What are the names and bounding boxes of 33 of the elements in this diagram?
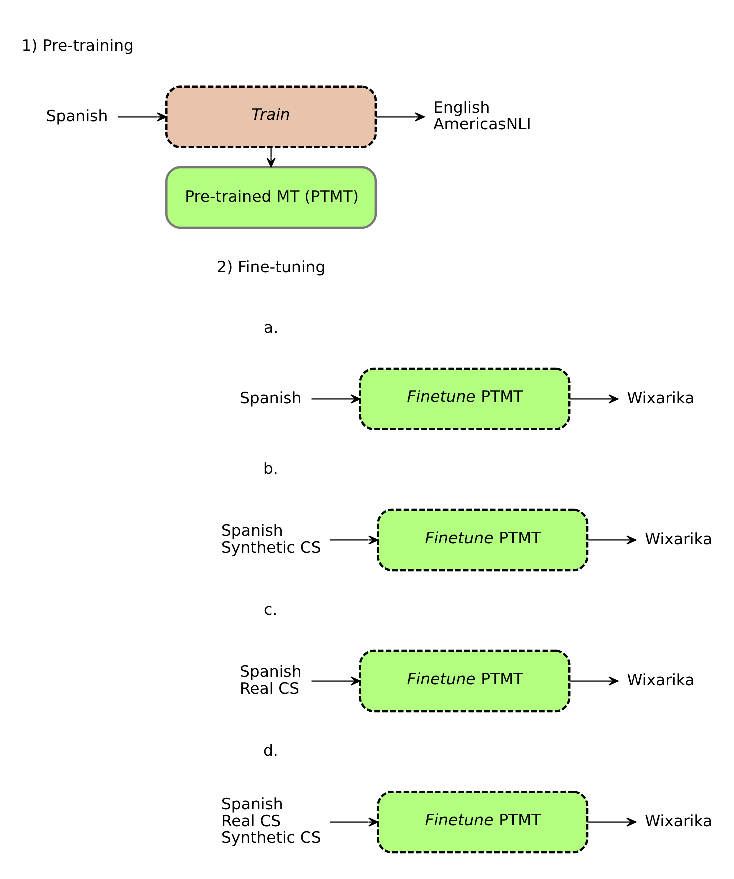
arrow — [118, 112, 168, 122]
arrow — [312, 676, 361, 686]
node-text: Spanish Synthetic CS — [221, 520, 322, 557]
arrow — [376, 112, 426, 122]
node-text: Spanish Real CS Synthetic CS — [221, 794, 322, 848]
arrow — [266, 147, 276, 168]
arrow — [570, 394, 619, 404]
node-box: Finetune PTMT — [377, 790, 589, 854]
arrow — [312, 394, 361, 404]
node-text: Spanish Real CS — [240, 662, 302, 698]
arrow — [330, 536, 379, 545]
label: c. — [264, 600, 278, 619]
node-text: English AmericasNLI — [434, 98, 532, 134]
label: a. — [264, 318, 279, 337]
node-text: Spanish — [240, 388, 302, 408]
node-box: Finetune PTMT — [359, 368, 571, 431]
node-box: Finetune PTMT — [359, 650, 571, 713]
arrow — [330, 818, 379, 827]
node-text: Spanish — [46, 106, 108, 126]
arrow — [588, 536, 637, 545]
label: 2) Fine-tuning — [217, 257, 326, 276]
label: 1) Pre-training — [22, 36, 134, 55]
label: b. — [263, 458, 278, 478]
label: d. — [263, 740, 278, 760]
node-box: Train — [166, 86, 378, 148]
node-text: Wixarika — [627, 388, 695, 408]
node-text: Wixarika — [645, 529, 713, 548]
node-text: Wixarika — [627, 670, 695, 690]
node-box: Pre-trained MT (PTMT) — [166, 166, 378, 230]
arrow — [588, 818, 637, 827]
arrow — [570, 676, 619, 686]
node-text: Wixarika — [645, 811, 713, 830]
node-box: Finetune PTMT — [377, 508, 589, 572]
